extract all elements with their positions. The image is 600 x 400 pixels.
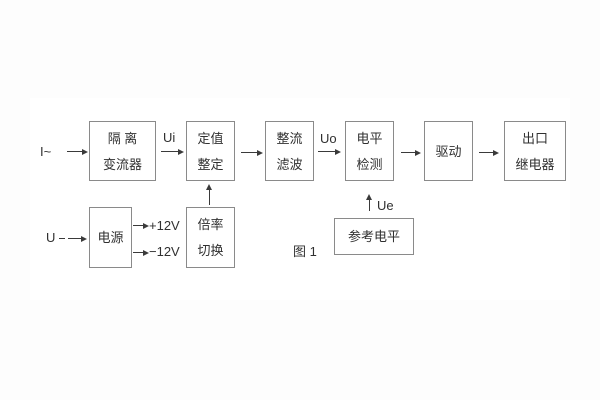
arrow-setting-to-rectifier — [241, 149, 263, 156]
block-power-label: 电源 — [97, 230, 124, 245]
arrow-isolation-to-setting — [161, 148, 184, 155]
block-setpoint-line1: 定值 — [197, 130, 224, 146]
block-output-relay: 出口 继电器 — [504, 121, 566, 181]
label-input-current: I~ — [40, 144, 52, 159]
block-reference-label: 参考电平 — [347, 229, 400, 244]
block-isolation-line2: 变流器 — [102, 156, 142, 172]
block-reference-level: 参考电平 — [334, 218, 414, 255]
block-level-line1: 电平 — [356, 130, 383, 146]
arrow-drive-to-output — [479, 149, 499, 156]
block-drive: 驱动 — [424, 121, 473, 181]
arrow-u-input — [68, 235, 87, 242]
arrow-i-input — [67, 148, 88, 155]
block-ratio-line2: 切换 — [197, 243, 224, 258]
block-level-line2: 检测 — [356, 156, 383, 172]
block-setpoint-line2: 整定 — [197, 156, 224, 172]
label-minus-12v: −12V — [149, 244, 180, 259]
block-output-line1: 出口 — [521, 130, 548, 146]
figure-caption: 图 1 — [293, 244, 317, 259]
label-plus-12v: +12V — [149, 218, 180, 233]
block-isolation-line1: 隔 离 — [107, 130, 138, 146]
arrow-u-input-dash — [59, 238, 65, 239]
label-uo: Uo — [320, 131, 337, 146]
block-ratio-switch: 倍率 切换 — [186, 207, 235, 268]
arrow-rectifier-to-level — [318, 148, 341, 155]
block-ratio-line1: 倍率 — [197, 217, 224, 232]
block-isolation-transformer: 隔 离 变流器 — [89, 121, 156, 181]
arrow-plus-12v — [133, 222, 149, 229]
block-power-supply: 电源 — [89, 207, 132, 268]
block-drive-label: 驱动 — [435, 143, 462, 159]
arrow-minus-12v — [133, 249, 149, 256]
block-rectifier-line1: 整流 — [276, 130, 303, 146]
block-output-line2: 继电器 — [515, 156, 555, 172]
arrow-reference-to-level — [366, 194, 372, 211]
block-rectifier-line2: 滤波 — [276, 156, 303, 172]
block-rectifier-filter: 整流 滤波 — [265, 121, 314, 181]
label-input-voltage: U — [46, 230, 56, 245]
label-ue: Ue — [377, 198, 394, 213]
label-ui: Ui — [163, 130, 176, 145]
arrow-ratio-to-setting — [206, 184, 212, 205]
block-level-detect: 电平 检测 — [345, 121, 394, 181]
block-setpoint-adjust: 定值 整定 — [186, 121, 235, 181]
arrow-level-to-drive — [401, 149, 421, 156]
